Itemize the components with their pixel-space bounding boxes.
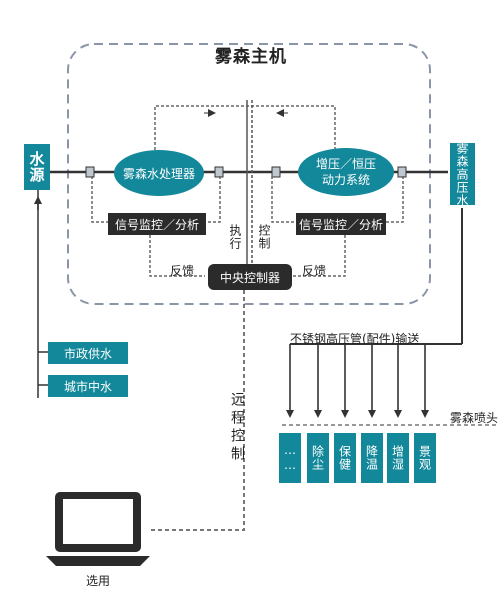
upper-loop xyxy=(91,105,404,223)
hp-water-box: 雾森高压水 xyxy=(450,142,475,207)
valves xyxy=(85,166,407,178)
control-lines xyxy=(246,100,253,264)
treatment-node: 雾森水处理器 xyxy=(114,150,204,196)
nozzle-label: 雾森喷头 xyxy=(450,411,499,425)
pipe-label: 不锈钢高压管(配件)输送 xyxy=(290,332,420,346)
feedback-left-label: 反馈 xyxy=(170,264,195,278)
feedback-right-label: 反馈 xyxy=(302,264,327,278)
computer-icon xyxy=(46,492,150,566)
function-dust: 除尘 xyxy=(307,433,329,483)
pump-node: 增压／恒压 动力系统 xyxy=(298,148,394,196)
monitor-left: 信号监控／分析 xyxy=(108,213,206,235)
source-municipal: 市政供水 xyxy=(48,342,128,364)
feedback-lines xyxy=(149,230,346,277)
execute-label: 执行 xyxy=(228,224,242,250)
remote-control-label: 远程控制 xyxy=(229,392,245,464)
function-humidify: 增湿 xyxy=(387,433,409,483)
function-cooling: 降温 xyxy=(361,433,383,483)
distribution-pipes xyxy=(286,344,429,418)
monitor-right: 信号监控／分析 xyxy=(296,213,386,235)
supply-lines xyxy=(37,190,48,398)
source-reclaimed: 城市中水 xyxy=(48,375,128,397)
control-label: 控制 xyxy=(257,224,271,250)
function-health: 保健 xyxy=(334,433,356,483)
water-source-box: 水源 xyxy=(24,144,50,190)
remote-line xyxy=(148,290,245,531)
central-controller: 中央控制器 xyxy=(208,264,292,290)
pump-label-line2: 动力系统 xyxy=(321,173,370,187)
pump-label-line1: 增压／恒压 xyxy=(315,157,376,171)
function-landscape: 景观 xyxy=(414,433,436,483)
host-frame xyxy=(67,43,431,305)
function-more: …… xyxy=(279,433,301,483)
host-title: 雾森主机 xyxy=(215,47,287,67)
computer-label: 选用 xyxy=(86,574,111,588)
